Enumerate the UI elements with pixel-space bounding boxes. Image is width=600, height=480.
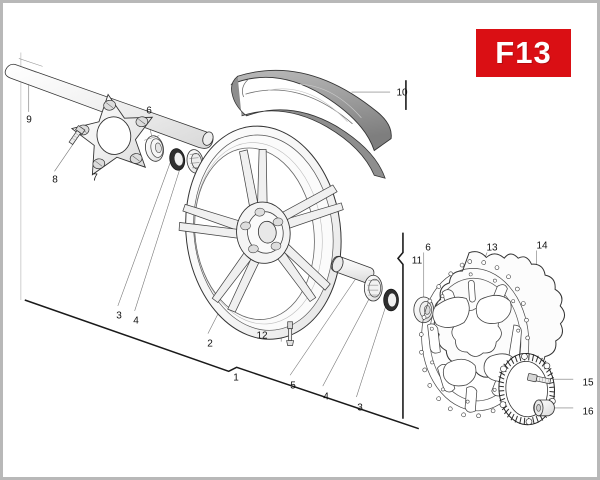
oil-seal-right-part <box>383 288 399 312</box>
callout-label-10: 10 <box>396 87 408 99</box>
wheel-bearing-left-part <box>143 135 164 162</box>
callout-label-13: 13 <box>486 242 498 254</box>
wheel-bearing-right-part <box>363 274 383 302</box>
callout-label-12: 12 <box>256 330 268 342</box>
exploded-diagram-canvas <box>4 52 574 430</box>
tire-valve-stem-part <box>286 321 294 346</box>
callout-label-15: 15 <box>582 377 594 389</box>
callout-label-16: 16 <box>582 406 594 418</box>
lock-nut-part <box>533 399 555 417</box>
callout-label-5: 5 <box>290 380 296 392</box>
callout-label-3a: 3 <box>116 310 122 322</box>
callout-label-1: 1 <box>233 372 239 384</box>
callout-label-9: 9 <box>26 114 32 126</box>
figure-badge-label: F13 <box>495 35 552 70</box>
group-pointer-line <box>24 299 420 430</box>
oil-seal-left-part <box>169 148 186 171</box>
callout-label-6b: 6 <box>425 242 431 254</box>
callout-label-2: 2 <box>207 338 213 350</box>
callout-label-7: 7 <box>92 172 98 184</box>
callout-label-4b: 4 <box>323 391 329 403</box>
disc-bolt-part <box>527 373 552 385</box>
callout-label-3b: 3 <box>357 402 363 414</box>
callout-label-4a: 4 <box>133 315 139 327</box>
front-wheel-rim-part <box>178 125 344 340</box>
axle-spacer-part <box>330 255 375 284</box>
figure-badge: F13 <box>476 29 571 77</box>
callout-label-6a: 6 <box>146 105 152 117</box>
hub-bolt-part <box>68 125 86 145</box>
callout-label-8: 8 <box>52 174 58 186</box>
front-fender-part <box>230 69 392 179</box>
bracket-11 <box>396 232 404 419</box>
callout-label-14: 14 <box>536 240 548 252</box>
callout-label-11: 11 <box>411 255 423 267</box>
